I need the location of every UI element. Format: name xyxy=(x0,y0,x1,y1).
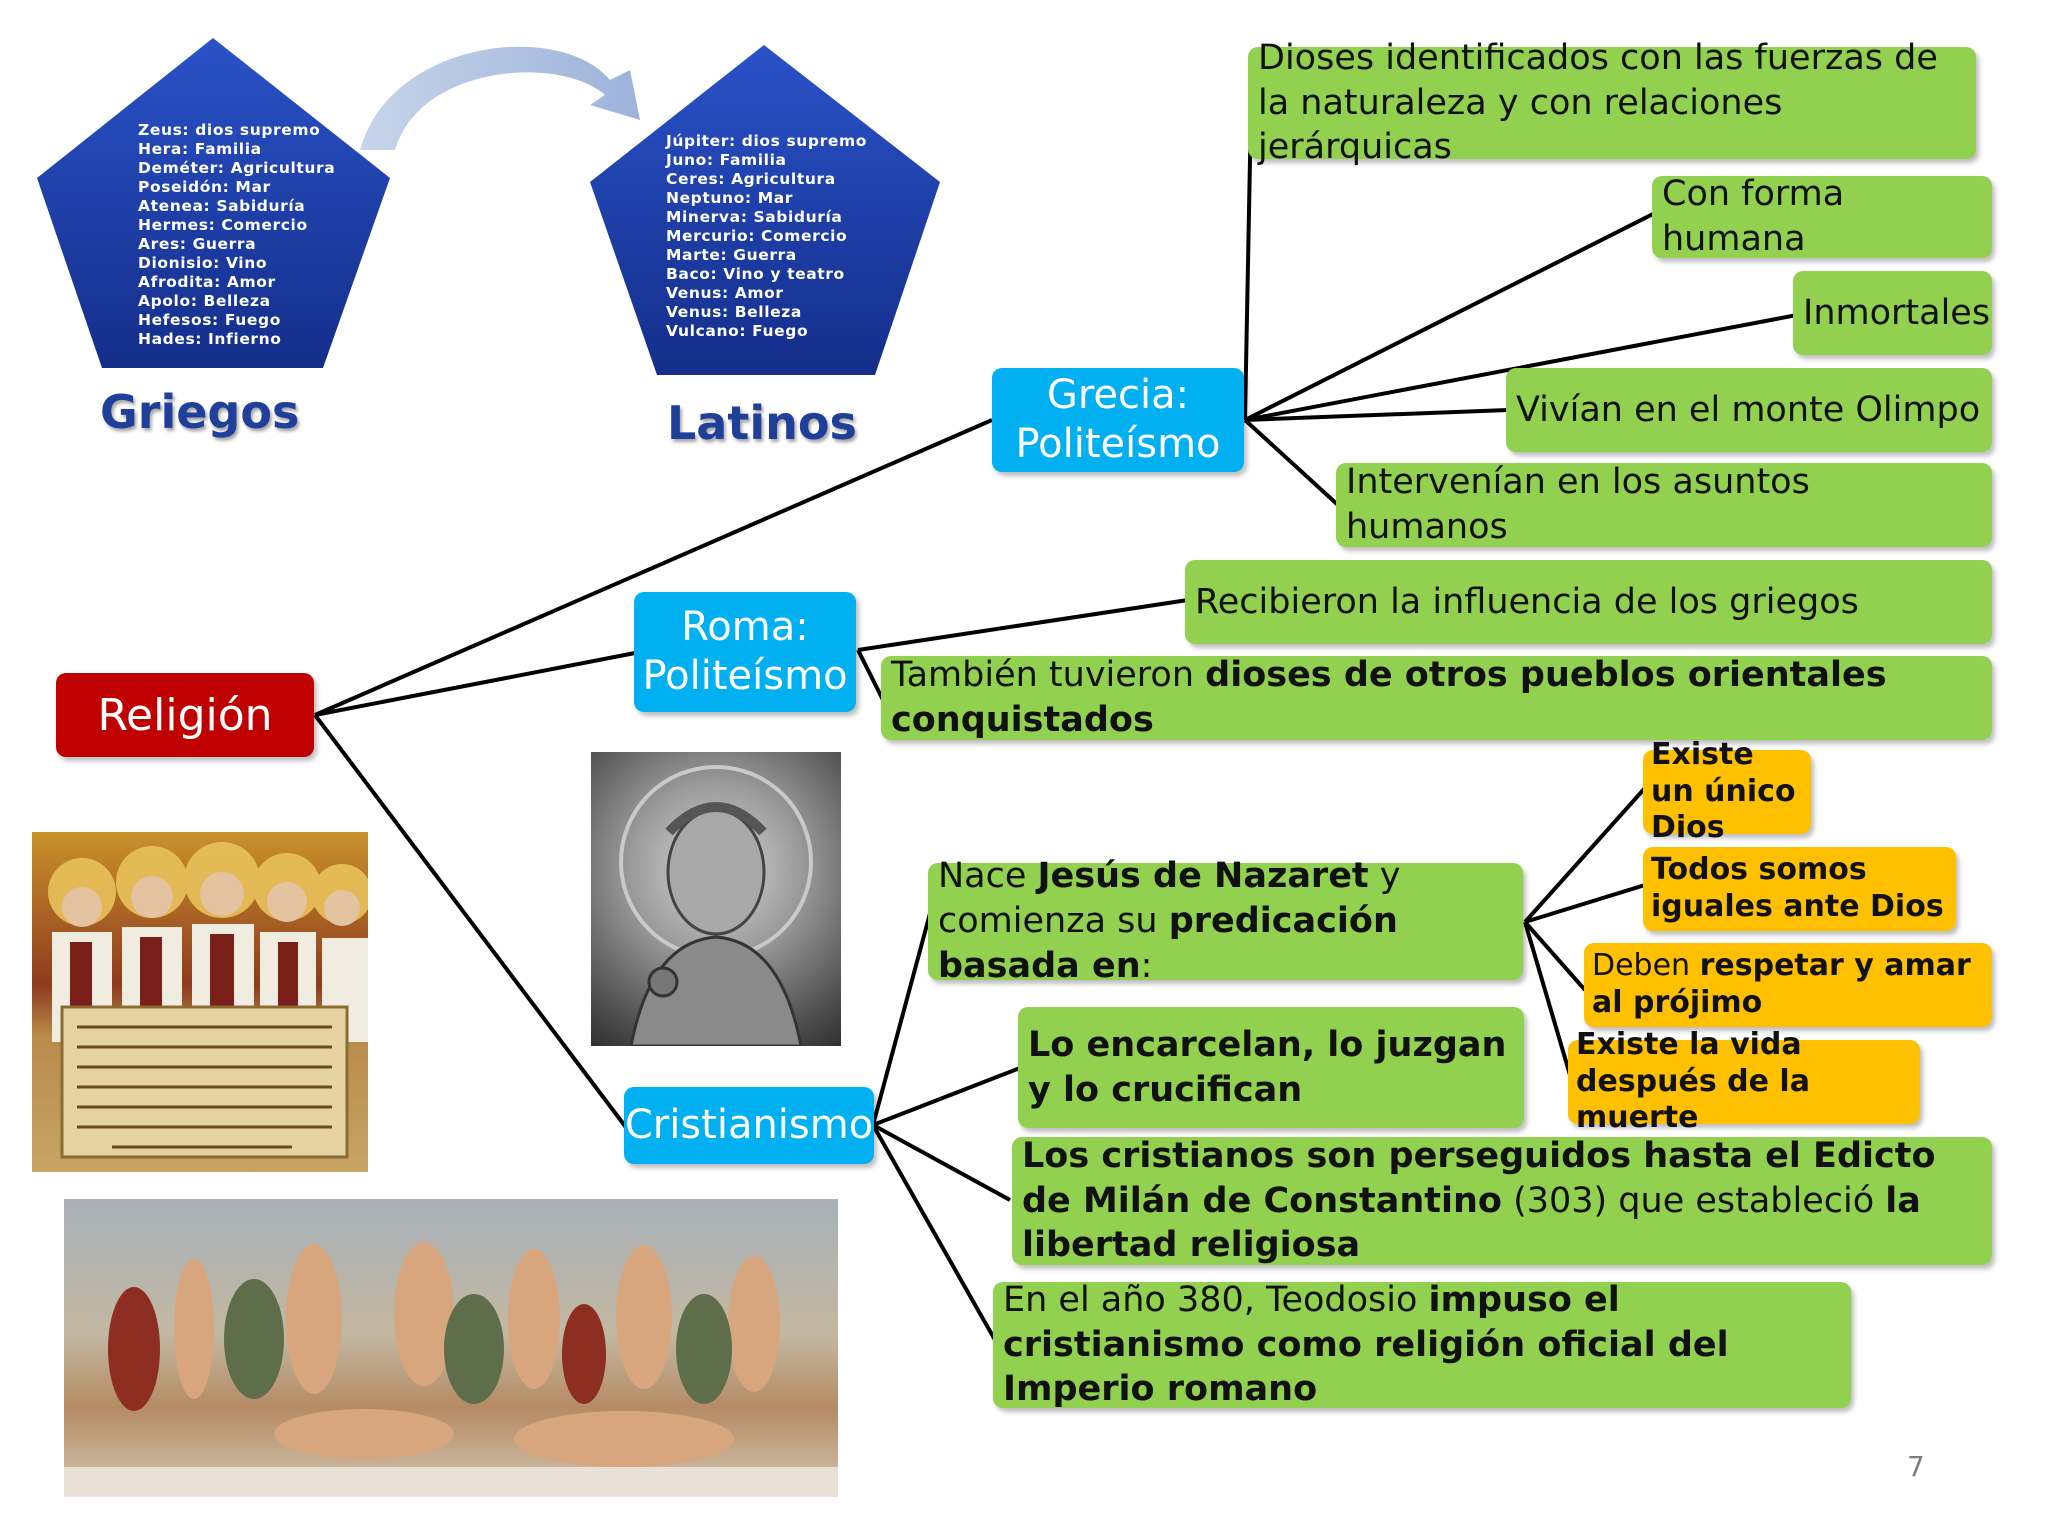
cristianismo-nace-jesus: Nace Jesús de Nazaret y comienza su pred… xyxy=(928,856,1523,986)
principle-vida-despues: Existe la vida después de la muerte xyxy=(1568,1027,1920,1135)
grecia-item-forma-humana: Con forma humana xyxy=(1652,174,1992,259)
roma-item-influencia: Recibieron la influencia de los griegos xyxy=(1185,560,1992,644)
grecia-item-inmortales: Inmortales xyxy=(1793,271,1992,355)
roma-node: Roma: Politeísmo xyxy=(634,592,856,712)
cristianismo-node: Cristianismo xyxy=(624,1087,874,1164)
grecia-item-naturaleza: Dioses identificados con las fuerzas de … xyxy=(1248,38,1976,167)
principle-unico-dios: Existe un único Dios xyxy=(1643,737,1811,845)
page-number: 7 xyxy=(1907,1450,1925,1483)
cristianismo-perseguidos: Los cristianos son perseguidos hasta el … xyxy=(1012,1136,1992,1265)
teodosio-coin-image xyxy=(591,752,841,1046)
grecia-title-1: Grecia: xyxy=(1046,372,1190,419)
grecia-item-olimpo: Vivían en el monte Olimpo xyxy=(1506,368,1992,452)
greeks-pentagon xyxy=(37,38,390,368)
religion-root-node: Religión xyxy=(56,673,314,757)
latins-pentagon xyxy=(590,45,940,375)
cristianismo-encarcelan: Lo encarcelan, lo juzgan y lo crucifican xyxy=(1018,1007,1524,1128)
cristianismo-teodosio: En el año 380, Teodosio impuso el cristi… xyxy=(993,1280,1851,1409)
roma-item-dioses-orientales: También tuvieron dioses de otros pueblos… xyxy=(881,655,1992,740)
cristianismo-label: Cristianismo xyxy=(624,1102,874,1149)
grecia-item-asuntos-humanos: Intervenían en los asuntos humanos xyxy=(1336,462,1992,547)
root-label: Religión xyxy=(97,689,273,741)
orthodox-icon-image xyxy=(32,832,368,1172)
curved-arrow-icon xyxy=(360,46,640,150)
roma-title-1: Roma: xyxy=(681,604,809,651)
principle-respetar: Deben respetar y amar al prójimo xyxy=(1584,943,1992,1027)
grecia-node: Grecia: Politeísmo xyxy=(992,368,1244,472)
roma-title-2: Politeísmo xyxy=(642,653,848,699)
latins-label: Latinos xyxy=(667,396,857,450)
olympus-fresco-image xyxy=(64,1199,838,1497)
principle-iguales: Todos somos iguales ante Dios xyxy=(1643,847,1956,931)
greeks-label: Griegos xyxy=(100,385,300,439)
grecia-title-2: Politeísmo xyxy=(1015,421,1221,467)
